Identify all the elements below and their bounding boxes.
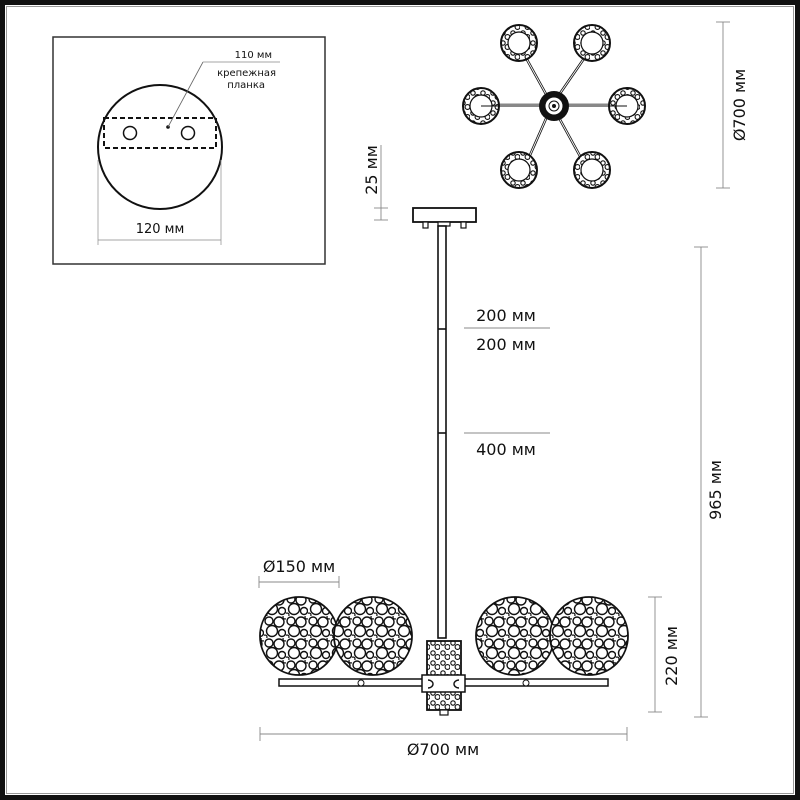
rod-segment-2-label: 200 мм [476,335,536,354]
shade-2 [333,596,413,676]
canopy-height-dim [374,145,388,221]
canopy-diameter-label: 120 мм [136,222,185,237]
body-height-dim [648,596,662,713]
rod-segment-3-label: 400 мм [476,440,536,459]
shade-4 [549,596,629,676]
shade-diameter-dim [258,576,340,588]
bar-name-line1: крепежная [217,68,276,79]
mounting-bar-dashed [103,117,217,149]
top-diameter-dim [716,21,730,189]
shades [259,596,629,676]
top-view [462,24,646,189]
shade-diameter-label: Ø150 мм [263,557,335,576]
leader-line [167,61,204,128]
shade-1 [259,596,339,676]
rod [437,225,447,639]
bar-size-label: 110 мм [235,50,272,61]
width-label: Ø700 мм [407,740,479,759]
canopy-circle [97,84,223,210]
screw-hole-left [122,125,138,141]
canopy-height-label: 25 мм [362,145,381,195]
top-diameter-label: Ø700 мм [730,69,749,141]
top-shades [462,24,646,189]
screw-hole-right [180,125,196,141]
mounting-inset [52,36,326,265]
total-height-label: 965 мм [706,460,725,520]
rod-segment-1-label: 200 мм [476,306,536,325]
width-dim [259,727,628,741]
canopy [412,207,477,229]
inner-frame [6,6,794,794]
center-body [421,640,466,716]
inset-box [52,36,326,265]
side-view [259,207,629,716]
bar-name-line2: планка [227,80,265,91]
shade-3 [475,596,555,676]
total-height-dim [694,246,708,718]
body-height-label: 220 мм [662,626,681,686]
